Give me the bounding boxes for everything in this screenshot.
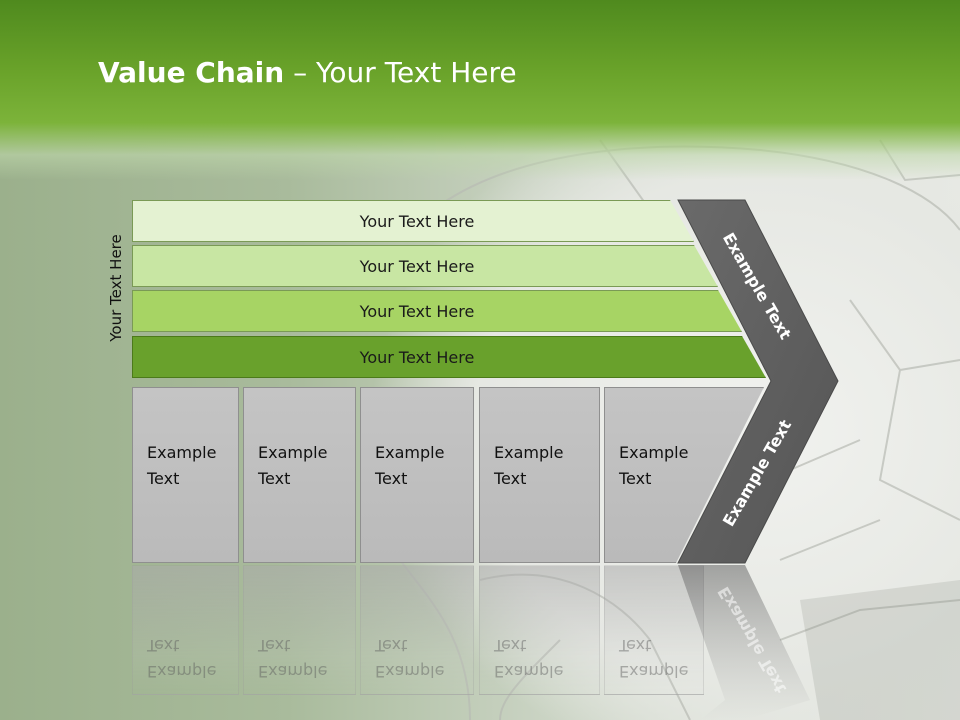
bar-1: Your Text Here [132,200,694,242]
box-3-line2: Text [375,469,408,488]
chevron-shape [677,199,839,564]
chevron-reflection [678,565,810,720]
title-rest: – Your Text Here [284,56,517,89]
bar-3-label: Your Text Here [359,301,475,321]
box-5-line1: Example [619,443,689,462]
bar-2: Your Text Here [132,245,718,287]
slide-title: Value Chain – Your Text Here [98,56,517,89]
box-4-line1: Example [494,443,564,462]
box-2-line2: Text [258,469,291,488]
bar-4-label: Your Text Here [359,347,475,367]
box-2-line1: Example [258,443,328,462]
box-1-line1: Example [147,443,217,462]
header-band [0,0,960,180]
bar-1-label: Your Text Here [359,211,475,231]
bar-4: Your Text Here [132,336,766,378]
box-4-line2: Text [494,469,527,488]
box-3-line1: Example [375,443,445,462]
title-bold: Value Chain [98,56,285,89]
box-5-line2: Text [619,469,652,488]
box-1-line2: Text [147,469,180,488]
bar-2-label: Your Text Here [359,256,475,276]
bar-3: Your Text Here [132,290,742,332]
